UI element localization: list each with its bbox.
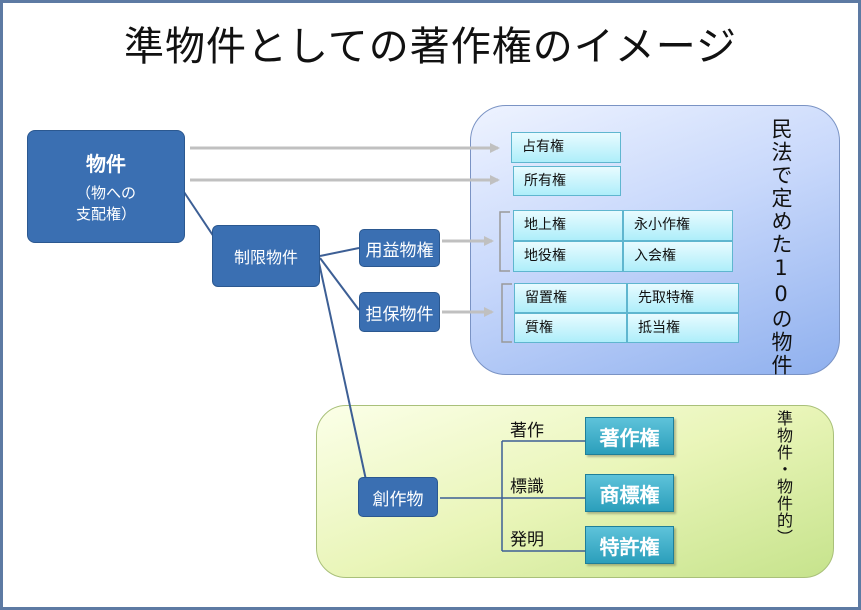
quasi-property-caption: 準物件・物件的）	[774, 410, 793, 546]
civil-code-caption: 民法で定めた10の物件	[769, 118, 793, 377]
sosakubutsu-node: 創作物	[358, 477, 438, 517]
right-cell-shoyu: 所有権	[513, 166, 621, 196]
right-cell-senyu: 占有権	[511, 132, 621, 163]
copyright-box: 著作権	[585, 417, 674, 455]
right-cell-sendori: 先取特権	[627, 283, 739, 313]
bukken-node: 物件 （物への 支配権）	[27, 130, 185, 243]
seigen-bukken-node: 制限物件	[212, 225, 320, 287]
connector-seigen-sosaku	[317, 257, 367, 481]
right-cell-teito: 抵当権	[627, 313, 739, 343]
sosaku-tree	[440, 440, 586, 552]
bukken-label: 物件	[86, 152, 126, 176]
connector-seigen-youeki	[319, 247, 360, 257]
youeki-bukken-node: 用益物権	[359, 229, 440, 267]
page-title: 準物件としての著作権のイメージ	[124, 24, 737, 70]
source-hatsumei: 発明	[510, 530, 544, 550]
source-chosaku: 著作	[510, 421, 544, 441]
trademark-box: 商標権	[585, 474, 674, 512]
right-cell-chijo: 地上権	[513, 210, 623, 241]
right-cell-chieki: 地役権	[513, 241, 623, 272]
right-cell-ryuchi: 留置権	[514, 283, 627, 313]
bracket-tanpo	[501, 283, 512, 343]
tanpo-bukken-node: 担保物件	[359, 292, 440, 332]
right-cell-shichi: 質権	[514, 313, 627, 343]
right-cell-eikosaku: 永小作権	[623, 210, 733, 241]
source-hyoshiki: 標識	[510, 477, 544, 497]
patent-box: 特許権	[585, 526, 674, 564]
bracket-youeki	[499, 211, 510, 272]
bukken-sub-line1: （物への	[75, 184, 136, 202]
bukken-sub-line2: 支配権）	[75, 205, 136, 223]
connector-seigen-tanpo	[319, 257, 360, 311]
right-cell-iriai: 入会権	[623, 241, 733, 272]
